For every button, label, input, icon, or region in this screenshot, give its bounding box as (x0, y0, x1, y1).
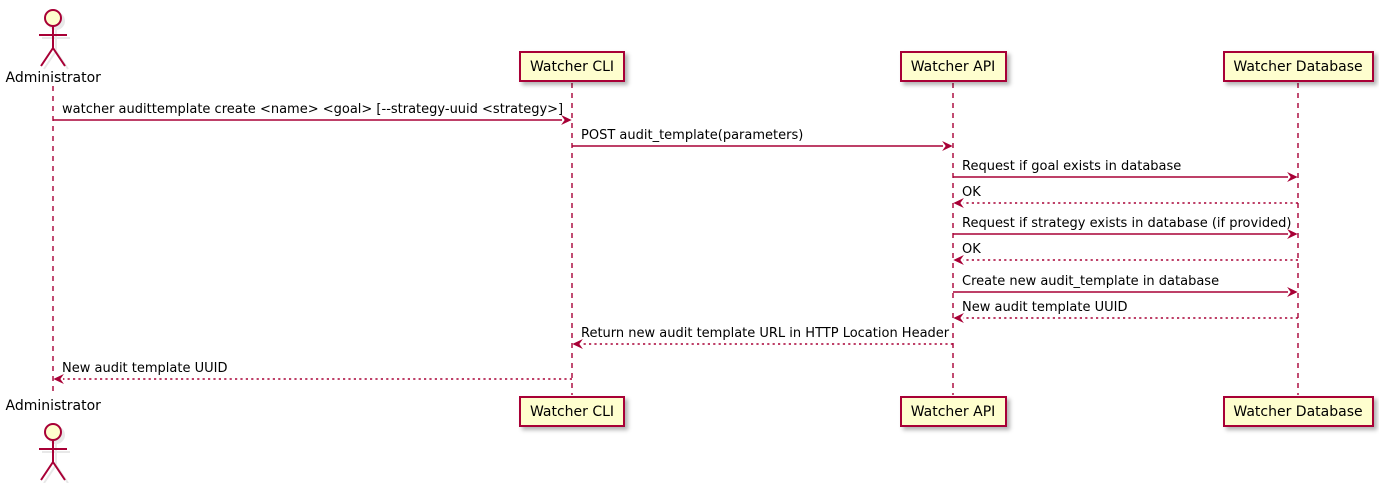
participant-box-api-top[interactable]: Watcher API (899, 51, 1007, 82)
actor-figure (39, 9, 70, 70)
message-arrowhead-1 (561, 115, 572, 125)
participant-label: Watcher Database (1233, 58, 1363, 75)
message-label-3: Request if goal exists in database (962, 159, 1182, 174)
message-label-1: watcher audittemplate create <name> <goa… (62, 102, 564, 117)
message-label-8: New audit template UUID (962, 300, 1128, 315)
message-label-2: POST audit_template(parameters) (581, 128, 804, 143)
participant-box-cli-top[interactable]: Watcher CLI (519, 51, 625, 82)
message-arrowhead-3 (1287, 172, 1298, 182)
actor-label-admin-top: Administrator (5, 70, 101, 86)
actor-head (44, 423, 62, 441)
actor-leg-left (40, 47, 54, 67)
message-label-10: New audit template UUID (62, 361, 228, 376)
message-label-7: Create new audit_template in database (962, 274, 1220, 289)
actor-leg-left (40, 461, 54, 481)
participant-box-db-top[interactable]: Watcher Database (1222, 51, 1374, 82)
participant-box-cli-bottom[interactable]: Watcher CLI (519, 396, 625, 427)
message-arrowhead-6 (953, 255, 964, 265)
message-arrowhead-5 (1287, 229, 1298, 239)
message-arrowhead-8 (953, 313, 964, 323)
message-arrowhead-7 (1287, 287, 1298, 297)
actor-leg-right (52, 47, 66, 67)
message-label-6: OK (962, 242, 981, 257)
actor-head (44, 9, 62, 27)
participant-label: Watcher CLI (529, 403, 615, 420)
participant-label: Watcher API (910, 58, 996, 75)
actor-leg-right (52, 461, 66, 481)
participant-box-api-bottom[interactable]: Watcher API (899, 396, 1007, 427)
actor-label-admin-bottom: Administrator (5, 398, 101, 414)
participant-label: Watcher API (910, 403, 996, 420)
message-arrowhead-2 (942, 141, 953, 151)
message-label-9: Return new audit template URL in HTTP Lo… (581, 326, 950, 341)
message-arrowhead-10 (53, 374, 64, 384)
participant-label: Watcher CLI (529, 58, 615, 75)
message-arrowhead-9 (572, 339, 583, 349)
actor-leg-left (43, 464, 57, 483)
message-label-5: Request if strategy exists in database (… (962, 216, 1292, 231)
message-label-4: OK (962, 185, 981, 200)
message-arrowhead-4 (953, 198, 964, 208)
actor-figure (39, 423, 70, 483)
participant-label: Watcher Database (1233, 403, 1363, 420)
participant-box-db-bottom[interactable]: Watcher Database (1222, 396, 1374, 427)
actor-leg-left (43, 50, 57, 70)
